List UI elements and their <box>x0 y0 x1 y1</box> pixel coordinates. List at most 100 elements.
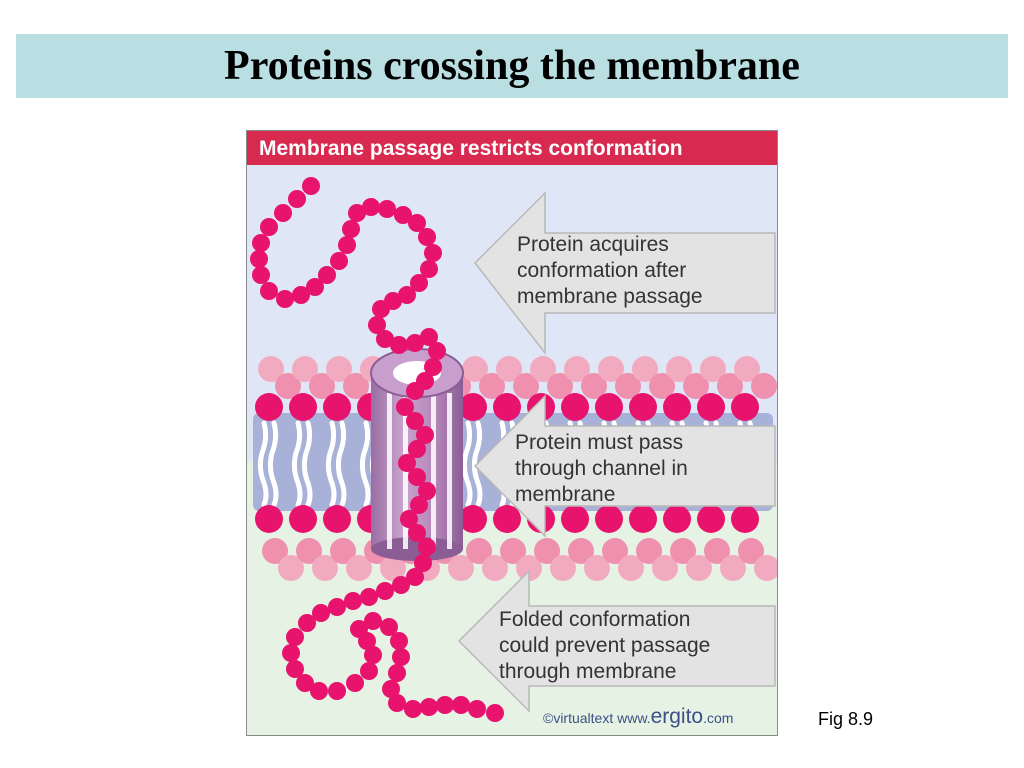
protein-bead <box>400 510 418 528</box>
slide-title: Proteins crossing the membrane <box>224 43 800 89</box>
protein-bead <box>418 228 436 246</box>
protein-bead <box>330 252 348 270</box>
lipid-head-faint <box>584 555 610 581</box>
protein-bead <box>378 200 396 218</box>
lipid-head-faint <box>380 555 406 581</box>
arrow-channel: Protein must pass through channel in mem… <box>473 394 776 538</box>
protein-bead <box>408 468 426 486</box>
protein-bead <box>376 582 394 600</box>
protein-bead <box>418 538 436 556</box>
lipid-head-faint <box>738 538 764 564</box>
diagram-header: Membrane passage restricts conformation <box>259 137 683 160</box>
protein-bead <box>424 244 442 262</box>
protein-bead <box>360 662 378 680</box>
lipid-head-faint <box>296 538 322 564</box>
lipid-head <box>629 393 657 421</box>
protein-bead <box>276 290 294 308</box>
lipid-head-faint <box>581 373 607 399</box>
lipid-head-faint <box>466 538 492 564</box>
lipid-head-faint <box>652 555 678 581</box>
protein-bead <box>382 680 400 698</box>
protein-bead <box>362 198 380 216</box>
lipid-head-faint <box>530 356 556 382</box>
svg-text:Protein acquires confo: Protein acquires conformation after memb… <box>517 233 703 308</box>
lipid-tail <box>335 420 347 508</box>
lipid-head-faint <box>262 538 288 564</box>
protein-bead <box>318 266 336 284</box>
diagram-header-bar <box>247 131 777 165</box>
lipid-head-faint <box>482 555 508 581</box>
lipid-head-faint <box>479 373 505 399</box>
protein-bead <box>306 278 324 296</box>
lipid-head <box>561 393 589 421</box>
protein-bead <box>414 554 432 572</box>
lipid-head-faint <box>686 555 712 581</box>
lipid-head-faint <box>649 373 675 399</box>
arrow-2-line-3: membrane <box>515 483 615 506</box>
protein-bead <box>394 206 412 224</box>
protein-bead <box>436 696 454 714</box>
lipid-head-faint <box>683 373 709 399</box>
protein-bead <box>252 234 270 252</box>
lipid-head <box>255 393 283 421</box>
protein-chain <box>250 177 504 722</box>
lipid-head-faint <box>564 356 590 382</box>
lipid-tail <box>325 420 337 508</box>
protein-bead <box>328 598 346 616</box>
protein-bead <box>420 328 438 346</box>
protein-bead <box>416 426 434 444</box>
lipid-tail <box>257 420 269 508</box>
lipid-head-faint <box>550 555 576 581</box>
protein-bead <box>396 398 414 416</box>
protein-bead <box>406 412 424 430</box>
protein-bead <box>406 382 424 400</box>
protein-bead <box>372 300 390 318</box>
protein-bead <box>468 700 486 718</box>
protein-bead <box>310 682 328 700</box>
lipid-head-faint <box>513 373 539 399</box>
protein-bead <box>302 177 320 195</box>
membrane-figure: Membrane passage restricts conformation … <box>246 130 778 736</box>
protein-bead <box>348 204 366 222</box>
protein-bead <box>428 342 446 360</box>
protein-bead <box>292 286 310 304</box>
title-bar: Proteins crossing the membrane <box>16 34 1008 98</box>
lipid-head <box>697 393 725 421</box>
lipid-head <box>323 505 351 533</box>
lipid-head-faint <box>717 373 743 399</box>
protein-bead <box>408 214 426 232</box>
lipid-head-faint <box>751 373 777 399</box>
protein-bead <box>388 664 406 682</box>
lipid-head-faint <box>568 538 594 564</box>
lipid-head <box>255 505 283 533</box>
protein-bead <box>392 576 410 594</box>
lipid-head <box>459 505 487 533</box>
protein-bead <box>392 648 410 666</box>
protein-bead <box>260 218 278 236</box>
lipid-head <box>595 393 623 421</box>
channel-stripe <box>431 393 436 549</box>
lipid-head <box>731 505 759 533</box>
svg-text:Protein must pass thro: Protein must pass through channel in mem… <box>515 431 694 506</box>
lipid-head-faint <box>309 373 335 399</box>
lipid-head-faint <box>704 538 730 564</box>
lipid-head-faint <box>666 356 692 382</box>
lipid-head <box>289 393 317 421</box>
protein-bead <box>338 236 356 254</box>
protein-bead <box>410 496 428 514</box>
lipid-head <box>663 505 691 533</box>
protein-bead <box>398 454 416 472</box>
lipid-head <box>595 505 623 533</box>
protein-bead <box>346 674 364 692</box>
credit-line: ©virtualtext www.ergito.com <box>543 705 733 728</box>
protein-bead <box>286 628 304 646</box>
lipid-head-faint <box>330 538 356 564</box>
protein-bead <box>286 660 304 678</box>
svg-text:Folded conformation co: Folded conformation could prevent passag… <box>499 608 716 683</box>
protein-bead <box>342 220 360 238</box>
arrow-1-line-1: Protein acquires <box>517 233 669 256</box>
protein-bead <box>388 694 406 712</box>
channel-stripe <box>387 393 392 549</box>
lipid-head <box>289 505 317 533</box>
lipid-head-faint <box>618 555 644 581</box>
